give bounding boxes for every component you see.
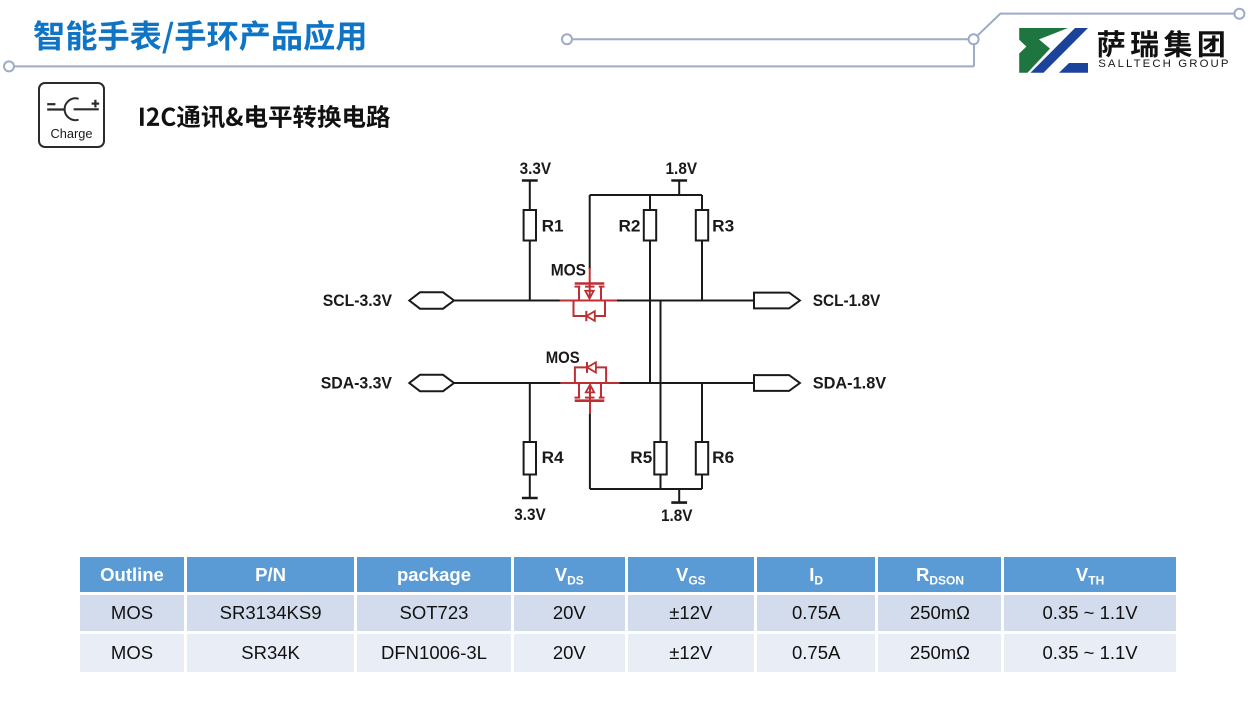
svg-text:SCL-3.3V: SCL-3.3V <box>323 291 393 310</box>
svg-text:MOS: MOS <box>551 260 586 279</box>
svg-text:R6: R6 <box>712 448 734 467</box>
svg-text:R5: R5 <box>630 448 652 467</box>
svg-text:3.3V: 3.3V <box>520 159 552 178</box>
svg-text:R4: R4 <box>542 448 565 467</box>
svg-text:R3: R3 <box>712 217 734 236</box>
svg-text:SDA-1.8V: SDA-1.8V <box>813 374 887 393</box>
svg-text:MOS: MOS <box>546 348 580 367</box>
svg-text:1.8V: 1.8V <box>661 506 693 525</box>
svg-text:R1: R1 <box>542 217 564 236</box>
svg-text:1.8V: 1.8V <box>666 159 698 178</box>
svg-text:SDA-3.3V: SDA-3.3V <box>321 374 393 393</box>
svg-text:R2: R2 <box>619 217 641 236</box>
svg-text:3.3V: 3.3V <box>514 505 546 524</box>
svg-text:SCL-1.8V: SCL-1.8V <box>813 291 881 310</box>
